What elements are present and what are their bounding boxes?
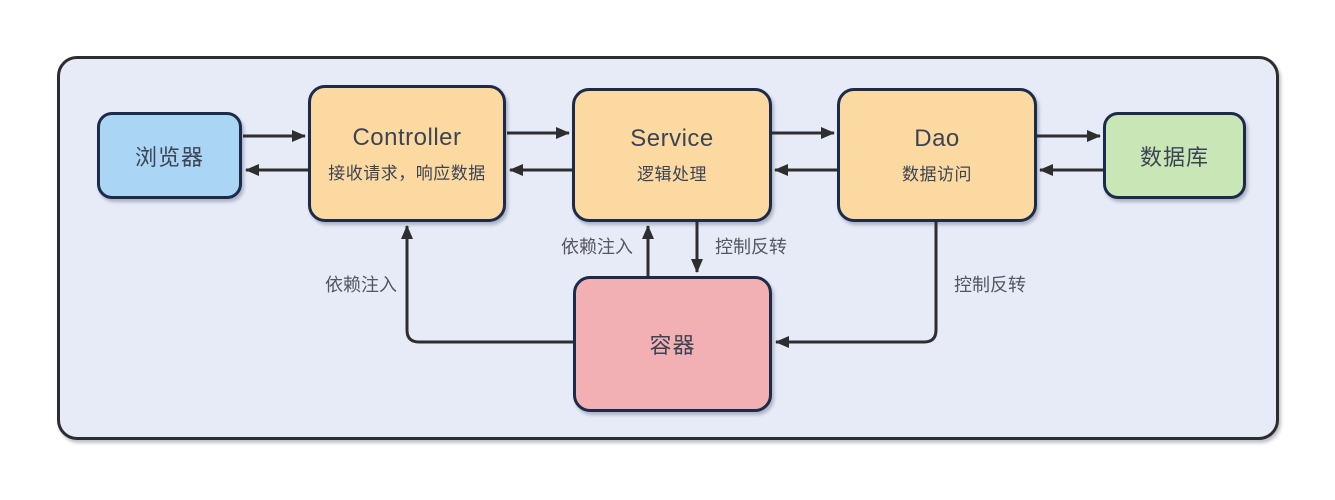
node-database-label: 数据库 (1139, 144, 1209, 170)
node-dao: Dao 数据访问 (837, 88, 1037, 222)
node-database: 数据库 (1103, 112, 1246, 199)
node-service-subtitle: 逻辑处理 (637, 165, 707, 184)
node-controller: Controller 接收请求，响应数据 (308, 85, 506, 222)
node-controller-title: Controller (352, 123, 462, 151)
node-service-title: Service (630, 125, 714, 152)
edge-label-inversion-of-control-dao: 控制反转 (954, 275, 1026, 295)
node-container: 容器 (573, 276, 772, 412)
edge-label-dependency-injection-controller: 依赖注入 (325, 275, 397, 295)
node-service: Service 逻辑处理 (572, 88, 772, 222)
node-dao-subtitle: 数据访问 (902, 165, 972, 184)
node-dao-title: Dao (914, 125, 960, 152)
node-container-label: 容器 (649, 333, 696, 358)
edge-label-dependency-injection-service: 依赖注入 (561, 237, 633, 257)
edge-label-inversion-of-control-service: 控制反转 (715, 237, 787, 257)
node-browser: 浏览器 (97, 112, 242, 199)
node-browser-label: 浏览器 (134, 144, 204, 170)
node-controller-subtitle: 接收请求，响应数据 (328, 163, 486, 183)
